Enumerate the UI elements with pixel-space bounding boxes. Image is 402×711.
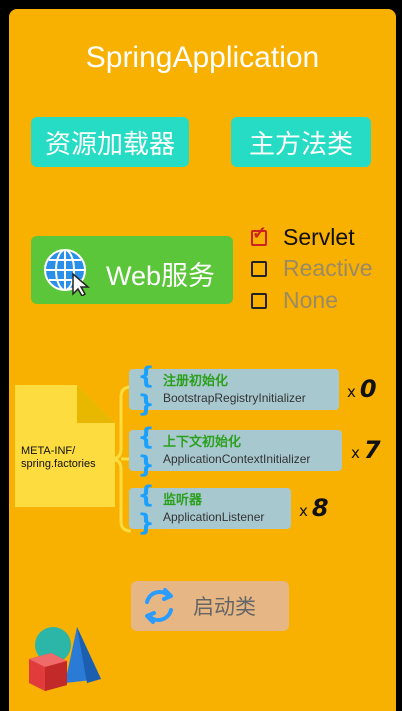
initializer-card-context: { } 上下文初始化 ApplicationContextInitializer	[129, 423, 342, 479]
initializer-card-listener: { } 监听器 ApplicationListener	[129, 481, 291, 537]
checkbox-icon[interactable]	[251, 260, 267, 277]
globe-icon	[44, 249, 91, 296]
card-title: 注册初始化	[163, 373, 229, 389]
option-label: Reactive	[283, 255, 373, 281]
option-reactive[interactable]: Reactive	[251, 255, 372, 282]
option-label: None	[283, 287, 338, 313]
refresh-icon	[145, 588, 173, 624]
boot-class-label: 启动类	[193, 595, 256, 619]
option-servlet[interactable]: ✓ Servlet	[251, 223, 355, 251]
option-label: Servlet	[283, 224, 355, 250]
checkbox-checked-icon[interactable]: ✓	[251, 223, 267, 246]
file-icon	[15, 385, 115, 507]
resource-loader-button[interactable]: 资源加载器	[31, 117, 189, 167]
braces-icon: { }	[137, 422, 155, 479]
card-subtitle: ApplicationContextInitializer	[163, 451, 311, 466]
initializer-card-bootstrap: { } 注册初始化 BootstrapRegistryInitializer	[129, 362, 339, 418]
panel-title: SpringApplication	[85, 41, 320, 74]
web-service-button[interactable]: Web服务	[31, 236, 233, 304]
braces-icon: { }	[137, 480, 155, 537]
boot-class-button[interactable]: 启动类	[131, 581, 289, 631]
checkbox-icon[interactable]	[251, 292, 267, 309]
shapes-logo-icon	[29, 627, 101, 691]
main-class-button[interactable]: 主方法类	[231, 117, 371, 167]
card-title: 上下文初始化	[163, 434, 242, 450]
braces-icon: { }	[137, 361, 155, 418]
spring-application-panel: SpringApplication 资源加载器 主方法类 Web服务 ✓ Ser…	[9, 9, 396, 711]
factories-filename: META-INF/ spring.factories	[21, 445, 96, 470]
card-subtitle: ApplicationListener	[163, 509, 265, 524]
card-subtitle: BootstrapRegistryInitializer	[163, 390, 306, 405]
web-service-label: Web服务	[106, 261, 216, 291]
card-title: 监听器	[163, 492, 203, 508]
option-none[interactable]: None	[251, 287, 338, 314]
